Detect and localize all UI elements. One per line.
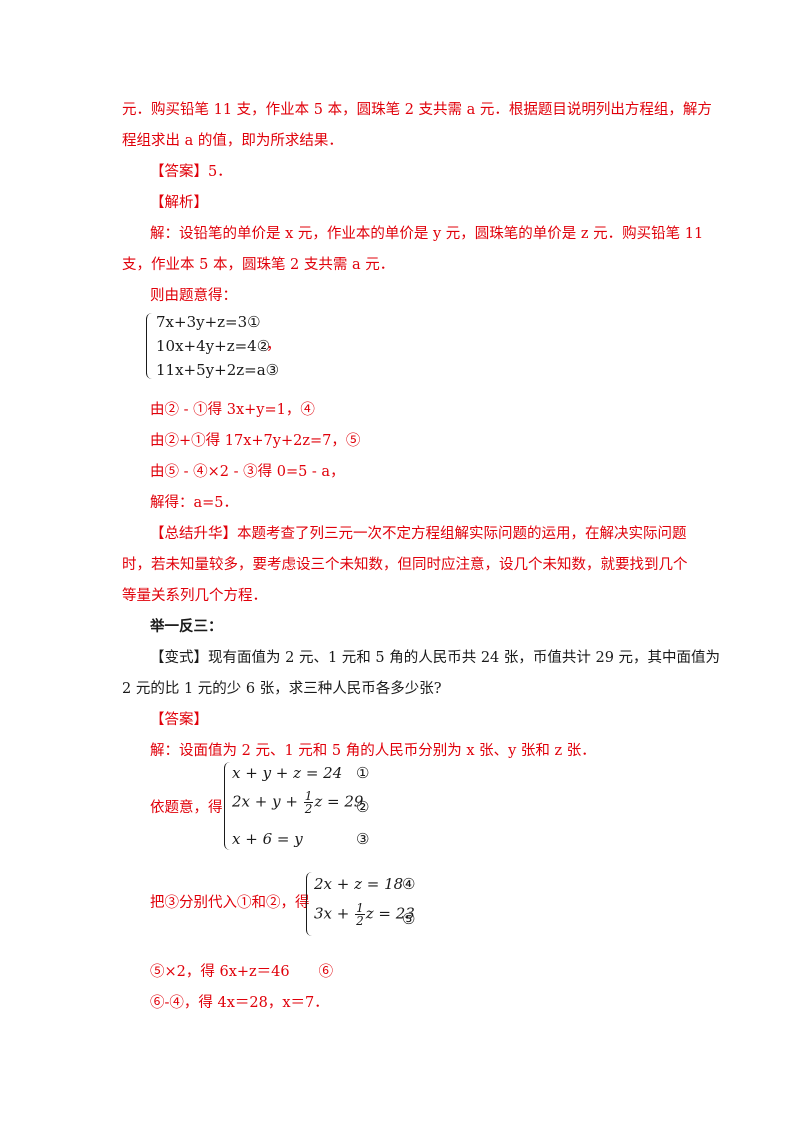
equation: 2x + z = 18	[314, 875, 404, 893]
equation: x + y + z = 24	[232, 764, 343, 782]
summary-line: 【总结升华】本题考查了列三元一次不定方程组解实际问题的运用，在解决实际问题	[150, 526, 687, 542]
derivation-line: ⑥-④，得 4x＝28，x＝7．	[150, 995, 329, 1011]
left-brace	[306, 872, 315, 936]
summary-line: 时，若未知量较多，要考虑设三个未知数，但同时应注意，设几个未知数，就要找到几个	[122, 557, 688, 573]
equation: 7x+3y+z=3①	[156, 313, 261, 331]
numerator: 1	[355, 901, 365, 915]
text-line: 把③分别代入①和②，得	[150, 895, 310, 911]
answer-heading: 【答案】	[150, 712, 208, 728]
equation: x + 6 = y	[232, 830, 303, 848]
text-line: 依题意，得	[150, 800, 223, 816]
text-line: 支，作业本 5 本，圆珠笔 2 支共需 a 元．	[122, 257, 395, 273]
equation-number: ④	[402, 875, 416, 893]
text-line: 程组求出 a 的值，即为所求结果．	[122, 133, 343, 149]
derivation-line: ⑤×2，得 6x+z＝46 ⑥	[150, 964, 334, 980]
derivation-line: 由②+①得 17x+7y+2z=7，⑤	[150, 433, 361, 449]
text-line: 则由题意得：	[150, 288, 237, 304]
equation-number: ⑤	[402, 910, 416, 928]
denominator: 2	[356, 914, 364, 928]
equation-number: ③	[356, 830, 370, 848]
text-line: 解：设面值为 2 元、1 元和 5 角的人民币分别为 x 张、y 张和 z 张．	[150, 743, 596, 759]
text-line: 解：设铅笔的单价是 x 元，作业本的单价是 y 元，圆珠笔的单价是 z 元．购买…	[150, 226, 704, 242]
equation-number: ②	[356, 798, 370, 816]
equation-part: 2x + y +	[232, 792, 303, 811]
derivation-line: 解得：a=5．	[150, 495, 239, 511]
comma: ，	[266, 335, 282, 353]
left-brace	[224, 762, 233, 850]
text-line: 元．购买铅笔 11 支，作业本 5 本，圆珠笔 2 支共需 a 元．根据题目说明…	[122, 102, 712, 118]
numerator: 1	[303, 789, 314, 803]
equation: 11x+5y+2z=a③	[156, 361, 280, 379]
section-heading: 举一反三：	[150, 618, 223, 635]
derivation-line: 由⑤ - ④×2 - ③得 0=5 - a，	[150, 464, 345, 480]
answer-line: 【答案】5．	[150, 164, 232, 180]
equation-number: ①	[356, 764, 370, 782]
analysis-heading: 【解析】	[150, 195, 208, 211]
equation-part: 3x +	[314, 904, 355, 923]
denominator: 2	[304, 802, 313, 816]
derivation-line: 由② - ①得 3x+y=1，④	[150, 402, 315, 418]
left-brace	[146, 313, 155, 379]
variant-line: 2 元的比 1 元的少 6 张，求三种人民币各多少张?	[122, 681, 442, 697]
equation-part: z = 29	[314, 792, 364, 811]
summary-line: 等量关系列几个方程．	[122, 588, 267, 604]
equation-part: z = 23	[365, 904, 415, 923]
equation: 10x+4y+z=4②	[156, 337, 271, 355]
variant-line: 【变式】现有面值为 2 元、1 元和 5 角的人民币共 24 张，币值共计 29…	[150, 650, 721, 666]
